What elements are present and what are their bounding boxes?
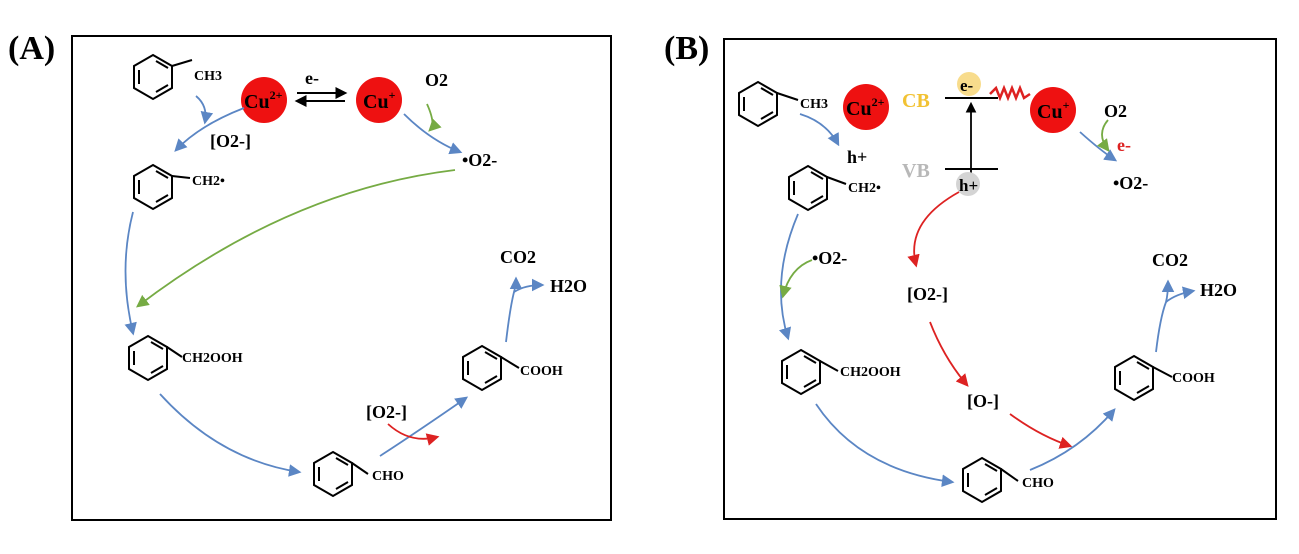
vb-label: VB [902, 160, 930, 182]
cu1-charge-b: + [1063, 98, 1070, 112]
co2-label: CO2 [500, 247, 536, 267]
cu2-to-benzyl-arrow [174, 107, 245, 152]
o2-green-arrow [426, 103, 442, 132]
svg-text:Cu2+: Cu2+ [244, 88, 283, 113]
o2-label-b: O2 [1104, 101, 1127, 121]
panel-a-tag: (A) [8, 30, 56, 67]
cu1-ion-b [1030, 87, 1076, 133]
toluene-substituent-b: CH3 [800, 97, 828, 112]
cu2-ion-b [843, 84, 889, 130]
lattice-oxygen-label: [O2-] [210, 131, 251, 151]
cu1-to-superoxide-arrow [403, 113, 463, 155]
oxygen-red-arrow [387, 423, 440, 446]
electron-label-b: e- [960, 76, 974, 95]
aldehyde-molecule: CHO [313, 451, 404, 497]
panel-a-frame [71, 35, 612, 521]
cu2-ion [241, 77, 287, 123]
hole-label: h+ [959, 176, 978, 195]
benzyl-substituent-b: CH2• [848, 181, 881, 196]
panel-b-frame [723, 38, 1277, 520]
electron-circle [957, 72, 981, 96]
aldehyde-to-acid-arrow-b [1029, 408, 1116, 471]
electron-label: e- [305, 68, 319, 88]
cu2-label: Cu [244, 91, 270, 113]
cu2-charge: 2+ [270, 88, 283, 102]
aldehyde-substituent-b: CHO [1022, 476, 1054, 491]
panel-a: CH3 Cu2+ e- Cu+ O2 •O2- [O2-] CH2• [124, 54, 587, 497]
hydroperoxide-to-aldehyde-arrow [159, 393, 302, 477]
o2-label: O2 [425, 70, 448, 90]
superoxide-to-hydroperoxide-arrow [135, 169, 456, 308]
electron-transfer-zigzag [989, 84, 1031, 102]
superoxide-label: •O2- [462, 150, 497, 170]
aldehyde-to-acid-arrow [379, 396, 469, 457]
hydroperoxide-substituent-b: CH2OOH [840, 365, 901, 380]
cu2-charge-b: 2+ [872, 95, 885, 109]
benzyl-to-hydroperoxide-arrow [124, 211, 137, 336]
cu2-label-b: Cu [846, 98, 872, 120]
benzoic-acid-molecule-b: COOH [1114, 355, 1215, 401]
electron-label-b2: e- [1117, 135, 1131, 155]
oxygen-to-ominus-arrow [929, 321, 969, 387]
toluene-molecule-b: CH3 [738, 81, 828, 127]
h2o-label: H2O [550, 276, 587, 296]
cu1-ion [356, 77, 402, 123]
hole-circle [956, 172, 980, 196]
svg-text:Cu2+: Cu2+ [846, 95, 885, 120]
toluene-molecule: CH3 [133, 54, 222, 100]
ominus-label: [O-] [967, 391, 999, 411]
to-h2o-arrow-b [1165, 286, 1196, 303]
hole-label-b2: h+ [847, 147, 867, 167]
hydroperoxide-molecule: CH2OOH [128, 335, 243, 381]
benzyl-radical-molecule-b: CH2• [788, 165, 881, 211]
acid-substituent: COOH [520, 364, 563, 379]
o2-green-arrow-b [1096, 119, 1110, 153]
benzyl-to-hydroperoxide-arrow-b [778, 213, 799, 341]
svg-text:Cu+: Cu+ [1037, 98, 1070, 123]
acid-substituent-b: COOH [1172, 371, 1215, 386]
superoxide-green-arrow-b [779, 259, 813, 299]
ominus-red-arrow [1009, 413, 1073, 449]
toluene-arrow-b [799, 113, 840, 147]
benzyl-radical-molecule: CH2• [133, 164, 225, 210]
hydroperoxide-substituent: CH2OOH [182, 351, 243, 366]
benzoic-acid-molecule: COOH [462, 345, 563, 391]
toluene-substituent: CH3 [194, 69, 222, 84]
to-co2-arrow-b [1155, 279, 1175, 353]
panel-b-tag: (B) [664, 30, 710, 67]
hydroperoxide-to-aldehyde-arrow-b [815, 403, 955, 487]
toluene-arrow [195, 95, 214, 125]
cu1-label: Cu [363, 91, 389, 113]
lattice-oxygen-label-2: [O2-] [366, 402, 407, 422]
co2-label-b: CO2 [1152, 250, 1188, 270]
svg-text:Cu+: Cu+ [363, 88, 396, 113]
panel-b: CH3 Cu2+ CB VB e- h+ Cu+ O2 e- •O2- h+ [738, 72, 1237, 503]
h2o-label-b: H2O [1200, 280, 1237, 300]
benzyl-substituent: CH2• [192, 174, 225, 189]
aldehyde-molecule-b: CHO [962, 457, 1054, 503]
to-co2-arrow [505, 276, 523, 343]
aldehyde-substituent: CHO [372, 469, 404, 484]
cu1-to-superoxide-arrow-b [1079, 131, 1118, 162]
cu1-label-b: Cu [1037, 101, 1063, 123]
cu1-charge: + [389, 88, 396, 102]
hole-to-oxygen-arrow [907, 191, 960, 268]
to-h2o-arrow [513, 278, 545, 293]
superoxide-label-b2: •O2- [812, 248, 847, 268]
hydroperoxide-molecule-b: CH2OOH [781, 349, 901, 395]
superoxide-label-b: •O2- [1113, 173, 1148, 193]
cb-label: CB [902, 90, 930, 112]
lattice-oxygen-label-b: [O2-] [907, 284, 948, 304]
